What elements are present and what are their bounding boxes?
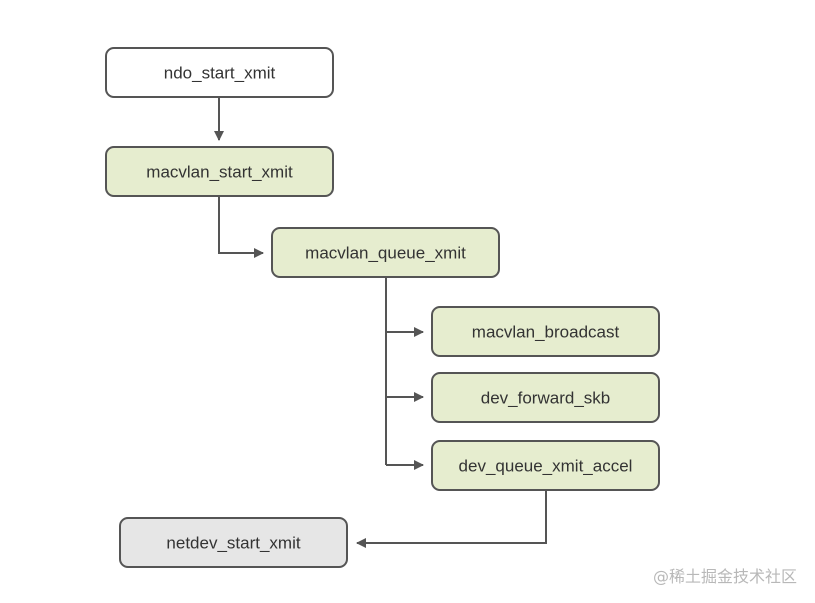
node-label: dev_forward_skb <box>481 389 610 408</box>
node-label: macvlan_start_xmit <box>146 163 293 182</box>
node-ndo-start-xmit: ndo_start_xmit <box>105 47 334 98</box>
node-netdev-start-xmit: netdev_start_xmit <box>119 517 348 568</box>
node-macvlan-queue-xmit: macvlan_queue_xmit <box>271 227 500 278</box>
edge-macvlan-start-to-queue <box>218 197 264 258</box>
node-macvlan-broadcast: macvlan_broadcast <box>431 306 660 357</box>
node-label: macvlan_queue_xmit <box>305 244 466 263</box>
node-label: ndo_start_xmit <box>164 64 276 83</box>
node-macvlan-start-xmit: macvlan_start_xmit <box>105 146 334 197</box>
node-label: dev_queue_xmit_accel <box>459 457 633 476</box>
node-label: netdev_start_xmit <box>166 534 300 553</box>
node-dev-queue-xmit-accel: dev_queue_xmit_accel <box>431 440 660 491</box>
edge-accel-to-netdev <box>356 491 547 548</box>
node-label: macvlan_broadcast <box>472 323 620 342</box>
watermark-text: @稀土掘金技术社区 <box>652 567 797 586</box>
node-dev-forward-skb: dev_forward_skb <box>431 372 660 423</box>
